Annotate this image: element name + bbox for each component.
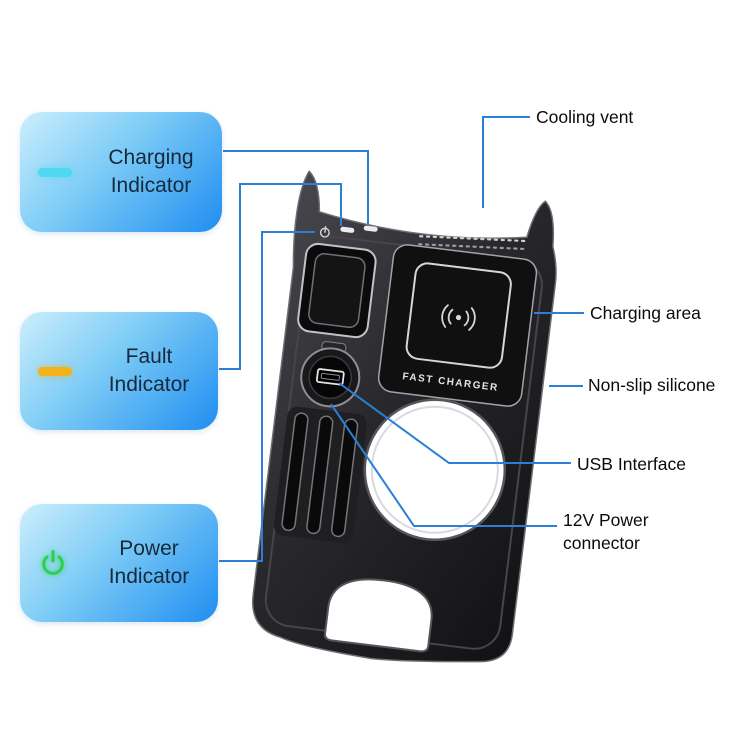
non-slip-silicone-outline xyxy=(405,262,512,369)
cooling-vent-line xyxy=(482,116,530,208)
wireless-charging-icon xyxy=(441,304,476,331)
usb-interface-line xyxy=(338,382,571,464)
fault-led-dash-icon xyxy=(38,366,72,376)
vent-slats xyxy=(273,406,367,544)
fault-card-line1: Fault xyxy=(125,344,173,368)
charging-indicator-line xyxy=(223,150,369,224)
power-card-line1: Power xyxy=(119,536,179,560)
callout-lines xyxy=(219,116,584,562)
non-slip-label: Non-slip silicone xyxy=(588,375,716,395)
fault-card-line2: Indicator xyxy=(108,373,190,396)
charging-indicator-card: Charging Indicator xyxy=(20,112,222,232)
power-symbol-icon xyxy=(42,550,64,575)
power-indicator-card: Power Indicator xyxy=(20,504,218,622)
usb-port xyxy=(315,368,345,386)
switch-opening xyxy=(297,242,377,339)
fault-indicator-card: Fault Indicator xyxy=(20,312,218,430)
power-connector-label-line1: 12V Power xyxy=(563,510,649,530)
wireless-charging-pad: FAST CHARGER xyxy=(377,244,538,407)
power-connector-line xyxy=(330,403,557,527)
charging-area-label: Charging area xyxy=(590,303,701,323)
power-connector-label-line2: connector xyxy=(563,532,640,553)
power-connector-label: 12V Power connector xyxy=(563,509,649,555)
power-indicator-led xyxy=(319,225,330,238)
charging-card-line2: Indicator xyxy=(110,174,192,197)
power-card-line2: Indicator xyxy=(108,565,190,588)
charging-card-line1: Charging xyxy=(108,145,194,169)
fault-indicator-line xyxy=(219,183,342,370)
power-indicator-line xyxy=(219,231,315,562)
console-device: FAST CHARGER xyxy=(251,170,557,663)
charging-indicator-led xyxy=(363,225,378,232)
power-connector xyxy=(300,341,361,408)
charging-led-dash-icon xyxy=(38,167,72,177)
usb-interface-label: USB Interface xyxy=(577,454,686,474)
fault-indicator-led xyxy=(340,226,355,233)
bottom-arch-cutout xyxy=(323,578,433,653)
cooling-vent-label: Cooling vent xyxy=(536,107,634,127)
